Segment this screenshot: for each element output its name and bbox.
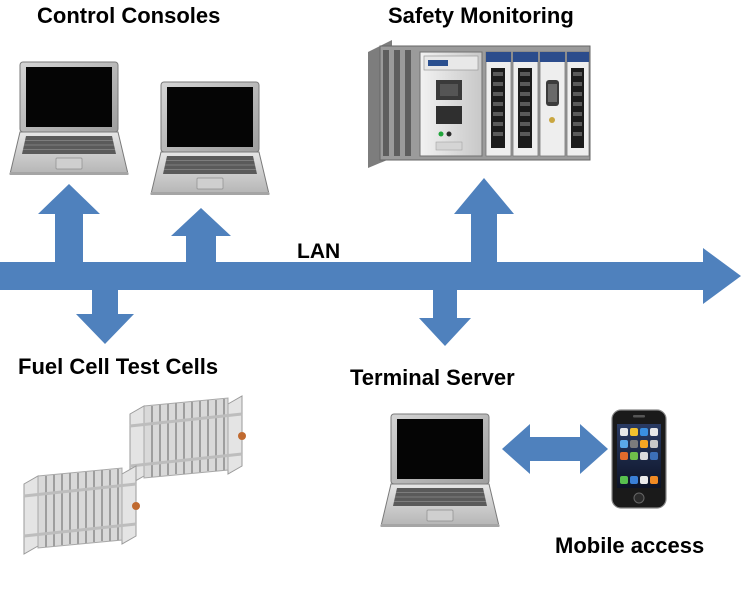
daq-chassis-icon	[368, 40, 591, 168]
terminal-server-laptop-icon	[380, 413, 500, 528]
smartphone-icon	[611, 409, 667, 509]
safety-monitoring-label: Safety Monitoring	[388, 3, 574, 28]
safety-monitoring-up-arrow	[454, 178, 514, 262]
console-1-up-arrow	[38, 184, 100, 262]
fuel-cells-down-arrow	[76, 290, 134, 344]
terminal-server-down-arrow	[419, 290, 471, 346]
console-2-up-arrow	[171, 208, 231, 262]
control-console-laptop-icon	[9, 61, 129, 176]
mobile-link-double-arrow	[502, 424, 608, 474]
control-consoles-label: Control Consoles	[37, 3, 221, 28]
lan-label: LAN	[297, 240, 341, 263]
control-console-laptop-icon	[150, 81, 270, 196]
fuel-cell-stack-icon	[22, 464, 142, 556]
fuel-cell-test-cells-label: Fuel Cell Test Cells	[18, 354, 219, 379]
lan-bus-arrow	[0, 248, 741, 304]
mobile-access-label: Mobile access	[555, 533, 705, 558]
fuel-cell-stack-icon	[128, 394, 248, 486]
terminal-server-label: Terminal Server	[350, 365, 515, 390]
